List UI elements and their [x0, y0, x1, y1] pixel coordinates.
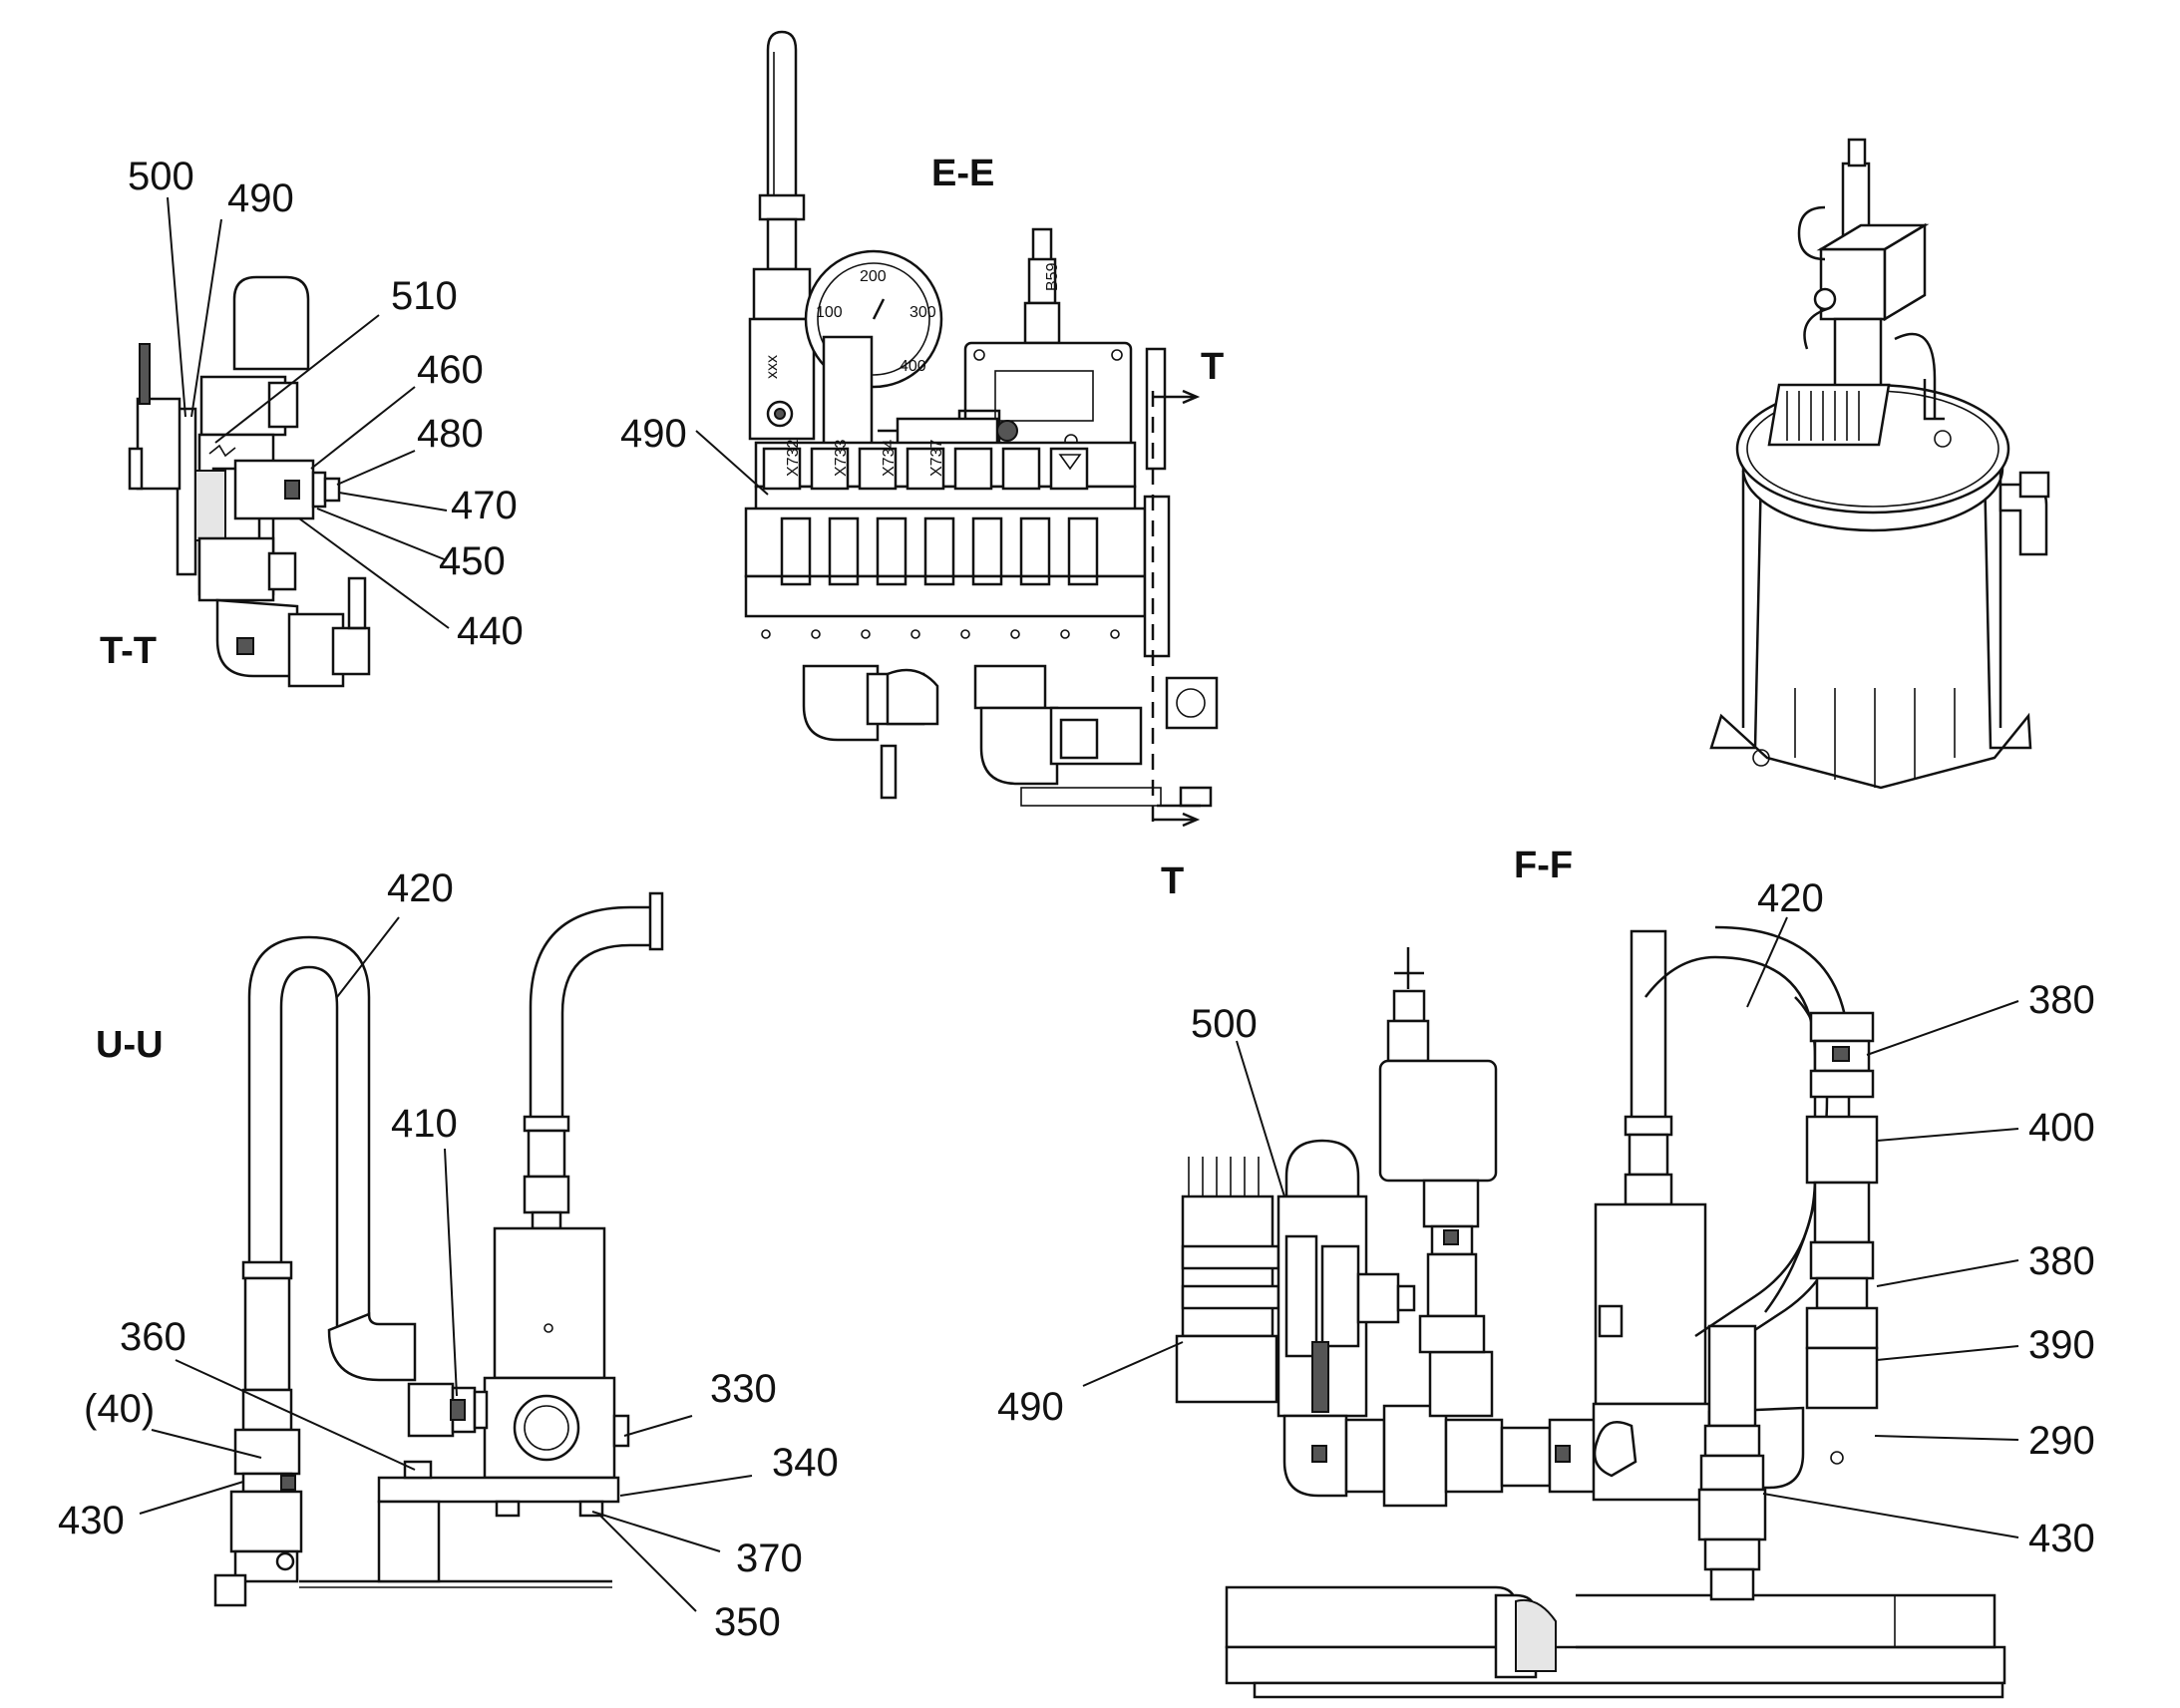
callout-ff-420: 420	[1757, 876, 1824, 920]
callout-340: 340	[772, 1441, 839, 1485]
gauge-tick-400: 400	[900, 358, 926, 375]
solenoid-valve	[493, 1226, 606, 1380]
view-t-t: T-T 500 490 510 460 480 470 450 440	[100, 155, 524, 688]
view-u-u: U-U 420 410 360 (40) 430 330 340 370 350	[58, 866, 839, 1644]
callout-ff-390: 390	[2028, 1323, 2095, 1367]
module-tag-x737: X737	[928, 440, 945, 477]
module-tag-x732: X732	[785, 440, 802, 477]
callout-470: 470	[451, 484, 518, 527]
isometric-unit-view	[1709, 138, 2050, 790]
gauge-tick-100: 100	[816, 304, 843, 321]
callout-440: 440	[457, 609, 524, 653]
svg-text:xxx: xxx	[764, 355, 781, 379]
callout-480: 480	[417, 412, 484, 456]
callout-460: 460	[417, 348, 484, 392]
sensor-tag: B59	[1044, 262, 1061, 291]
gauge-tick-300: 300	[909, 304, 936, 321]
callout-ff-380-top: 380	[2028, 978, 2095, 1022]
section-marker-t-top: T	[1201, 346, 1224, 388]
callout-490: 490	[227, 176, 294, 220]
section-title-t-t: T-T	[100, 630, 157, 672]
callout-ff-500: 500	[1191, 1002, 1258, 1046]
mounting-rail	[744, 507, 1147, 578]
callout-450: 450	[439, 539, 506, 583]
section-marker-t-bottom: T	[1161, 860, 1184, 902]
callout-410: 410	[391, 1102, 458, 1146]
module-tag-x733: X733	[833, 440, 850, 477]
section-title-e-e: E-E	[931, 153, 994, 194]
gauge-tick-200: 200	[860, 268, 887, 285]
section-title-f-f: F-F	[1514, 845, 1573, 886]
view-f-f: F-F 500 490 420 380 400 380 390 290 430	[997, 845, 2095, 1699]
view-e-e: xxx 100 200 300 400 B59	[620, 30, 1224, 902]
module-row: X732 X733 X734 X737	[762, 440, 1089, 491]
callout-370: 370	[736, 1537, 803, 1580]
callout-ff-290: 290	[2028, 1419, 2095, 1463]
callout-420: 420	[387, 866, 454, 910]
callout-ff-490: 490	[997, 1385, 1064, 1429]
callout-510: 510	[391, 274, 458, 318]
callout-350: 350	[714, 1600, 781, 1644]
callout-500: 500	[128, 155, 194, 198]
callout-ff-380-mid: 380	[2028, 1239, 2095, 1283]
callout-ff-430: 430	[2028, 1517, 2095, 1560]
callout-ff-400: 400	[2028, 1106, 2095, 1150]
callout-330: 330	[710, 1367, 777, 1411]
callout-ee-490: 490	[620, 412, 687, 456]
callout-430: 430	[58, 1499, 125, 1542]
callout-360: 360	[120, 1315, 186, 1359]
section-title-u-u: U-U	[96, 1024, 164, 1066]
module-tag-x734: X734	[881, 440, 898, 477]
callout-40-ref: (40)	[84, 1387, 155, 1431]
